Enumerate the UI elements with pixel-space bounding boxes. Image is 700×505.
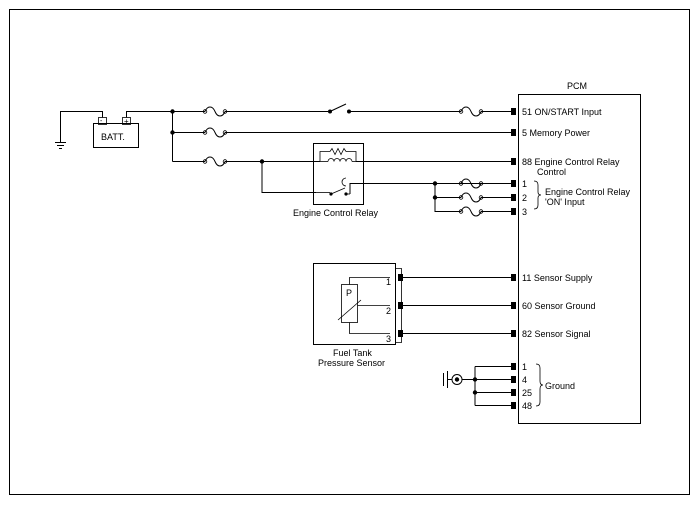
relay-label: Engine Control Relay [293,208,379,218]
pcm-module: PCM [518,81,641,424]
pin-label-on-input-3: 3 [522,207,527,217]
sensor-label-1: Fuel Tank [333,348,372,358]
power-feeds [170,103,511,193]
pin-label-on-input-1: 1 [522,179,527,189]
ignition-switch-icon [330,103,347,112]
pin-label-sensor-supply: 11 Sensor Supply [522,273,593,283]
fuse-4-icon [204,156,226,167]
pin-label-ground-1: 1 [522,362,527,372]
relay-box [313,143,364,205]
pin-label-sensor-signal: 82 Sensor Signal [522,329,591,339]
ground-circuit [443,366,511,406]
pcm-connector-pins [511,108,516,409]
fuel-tank-pressure-sensor: Fuel Tank Pressure Sensor P 1 2 3 [313,263,511,368]
pin-label-sensor-ground: 60 Sensor Ground [522,301,596,311]
group-label-on-input-2: 'ON' Input [545,197,585,207]
diagram-border [9,9,690,495]
on-input-feeds [432,178,511,217]
fuse-1-icon [204,106,226,117]
pin-label-ground-25: 25 [522,388,532,398]
relay-coil-icon [327,158,353,162]
sensor-pin-3: 3 [386,334,391,344]
pin-label-on-input-2: 2 [522,193,527,203]
pcm-box [518,94,641,424]
pin-label-ground-4: 4 [522,375,527,385]
pcm-pin-labels: 51 ON/START Input 5 Memory Power 88 Engi… [522,107,631,411]
pin-label-on-start: 51 ON/START Input [522,107,602,117]
ground-symbol-battery [55,142,66,149]
battery-box [93,123,139,148]
sensor-box [313,263,396,345]
chassis-ground-icon [443,371,463,388]
battery-pos: + [124,117,129,126]
battery: - + BATT. [55,111,173,149]
sensor-label-2: Pressure Sensor [318,358,385,368]
pin-label-memory-power: 5 Memory Power [522,128,590,138]
fuse-2-icon [460,106,482,117]
battery-label: BATT. [101,132,125,142]
on-input-brace-icon [533,180,542,210]
group-label-ground: Ground [545,381,575,391]
pin-label-ecr-control-2: Control [537,167,566,177]
pin-label-ground-48: 48 [522,401,532,411]
ground-brace-icon [535,363,544,407]
battery-neg: - [100,118,103,125]
engine-control-relay: Engine Control Relay [293,143,511,218]
relay-resistor-icon [329,147,347,156]
sensor-symbol: P [346,288,352,298]
pin-label-ecr-control-1: 88 Engine Control Relay [522,157,620,167]
fuse-3-icon [204,127,226,138]
relay-contact-icon [330,187,346,195]
pcm-title: PCM [567,81,587,91]
group-label-on-input-1: Engine Control Relay [545,187,631,197]
sensor-pin-2: 2 [386,306,391,316]
sensor-pin-1: 1 [386,277,391,287]
